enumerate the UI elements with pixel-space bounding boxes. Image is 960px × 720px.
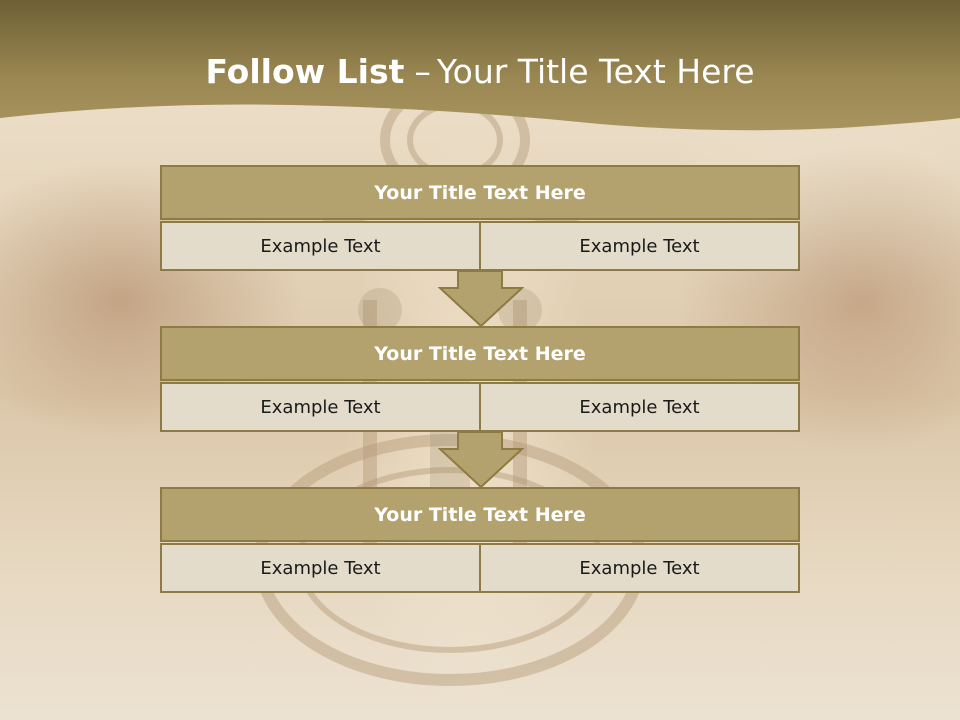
block-title[interactable]: Your Title Text Here [160, 165, 800, 220]
block-cell-right[interactable]: Example Text [481, 221, 800, 271]
block-row: Example Text Example Text [160, 543, 800, 593]
list-block-1: Your Title Text Here Example Text Exampl… [160, 165, 800, 271]
slide-title-bold: Follow List [205, 52, 405, 91]
block-cell-left[interactable]: Example Text [160, 382, 481, 432]
list-block-2: Your Title Text Here Example Text Exampl… [160, 326, 800, 432]
slide-title-separator: – [414, 52, 431, 91]
block-title[interactable]: Your Title Text Here [160, 326, 800, 381]
block-title[interactable]: Your Title Text Here [160, 487, 800, 542]
block-cell-left[interactable]: Example Text [160, 543, 481, 593]
header-band [0, 0, 960, 131]
block-cell-right[interactable]: Example Text [481, 382, 800, 432]
down-arrow-icon [438, 431, 524, 489]
down-arrow-icon [438, 270, 524, 328]
slide-title: Follow List–Your Title Text Here [0, 52, 960, 91]
block-row: Example Text Example Text [160, 382, 800, 432]
slide-title-text: Your Title Text Here [436, 52, 755, 91]
block-row: Example Text Example Text [160, 221, 800, 271]
block-cell-right[interactable]: Example Text [481, 543, 800, 593]
list-block-3: Your Title Text Here Example Text Exampl… [160, 487, 800, 593]
block-cell-left[interactable]: Example Text [160, 221, 481, 271]
